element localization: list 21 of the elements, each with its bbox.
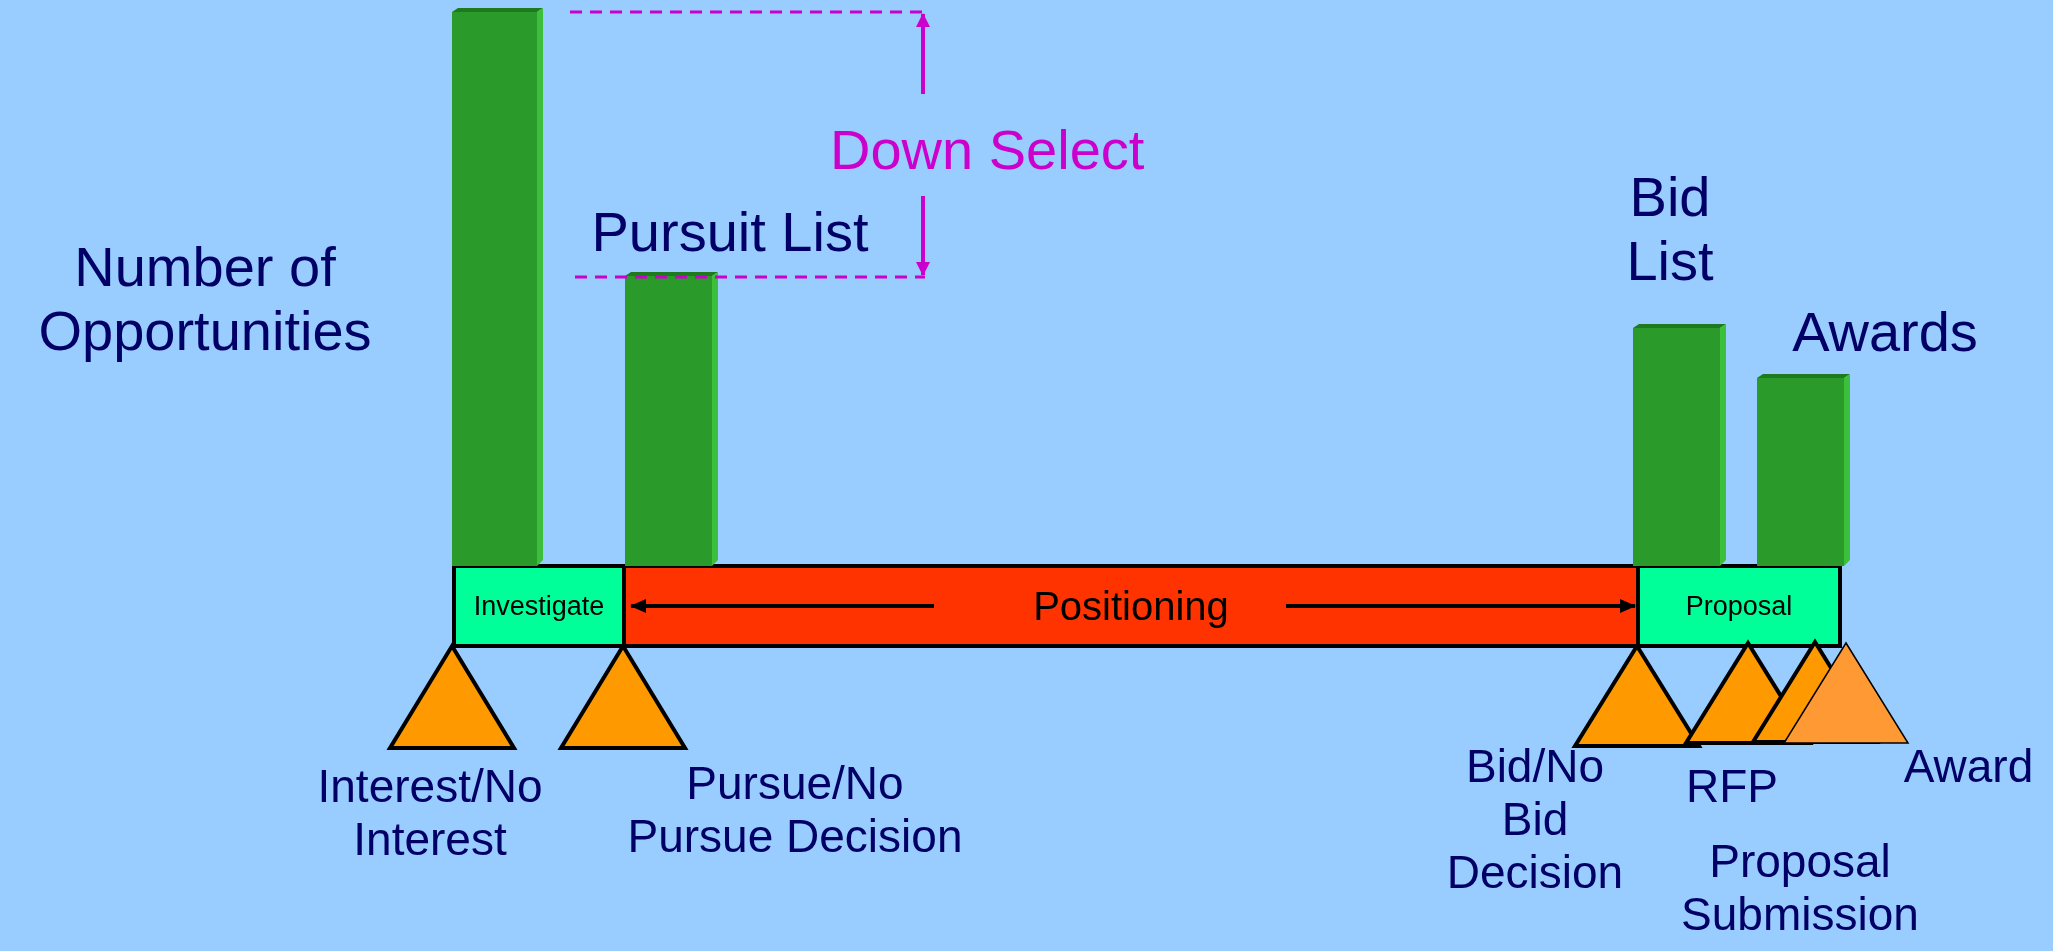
phase-label: Proposal — [1685, 590, 1793, 622]
milestone-label: Proposal Submission — [1680, 835, 1920, 941]
bar-label: Number of Opportunities — [37, 235, 373, 364]
milestone-label: RFP — [1685, 760, 1779, 813]
arrow — [1286, 599, 1636, 613]
bar — [625, 272, 718, 566]
milestone-label: Bid/No Bid Decision — [1445, 740, 1625, 899]
bar — [452, 8, 543, 566]
annotation-label: Down Select — [830, 118, 1145, 183]
arrow — [630, 599, 934, 613]
milestone-label: Pursue/No Pursue Decision — [626, 757, 964, 863]
phase-label: Positioning — [1033, 583, 1229, 629]
bar — [1633, 324, 1726, 566]
milestone-triangle — [386, 642, 518, 752]
bar-label: Bid List — [1625, 165, 1715, 294]
bar-label: Awards — [1791, 300, 1979, 365]
phase-label: Investigate — [473, 590, 605, 622]
milestone-label: Interest/No Interest — [316, 760, 544, 866]
bar — [1757, 374, 1850, 566]
bar-label: Pursuit List — [590, 200, 870, 265]
milestone-label: Award — [1902, 740, 2035, 793]
